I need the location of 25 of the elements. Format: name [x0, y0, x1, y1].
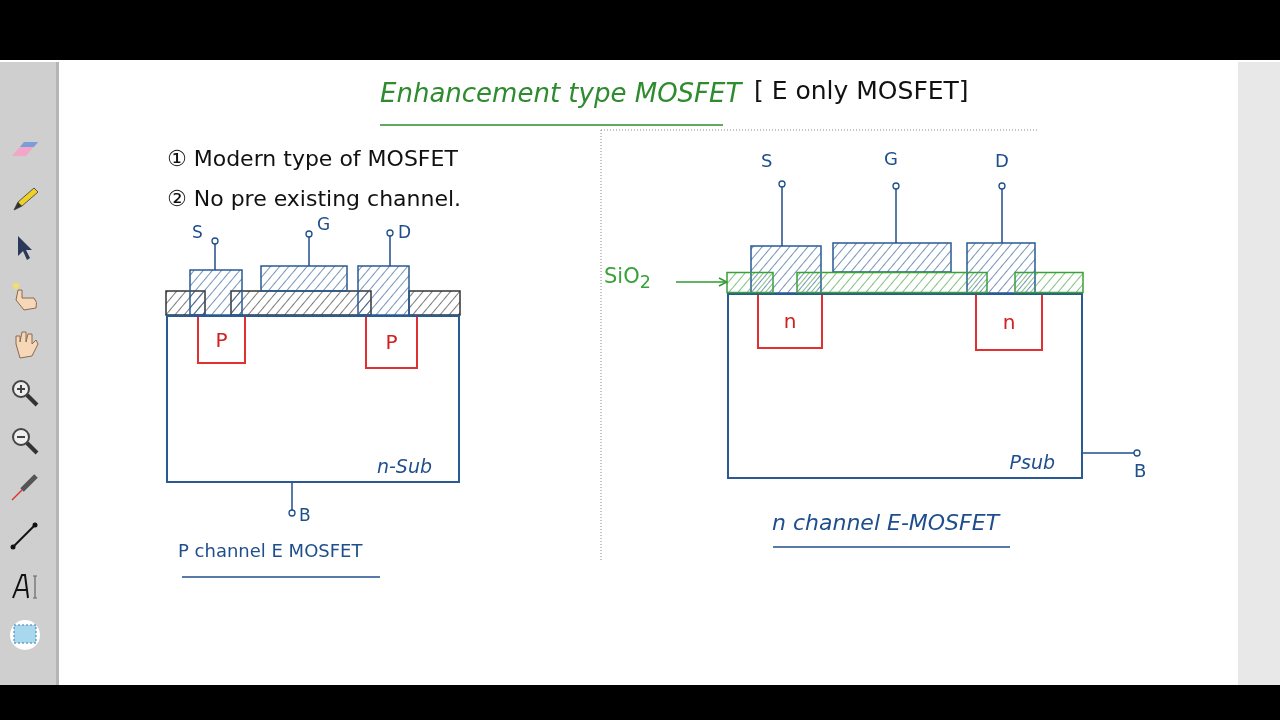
terminal-label: G: [884, 148, 898, 169]
terminal-label: G: [317, 214, 331, 234]
doped-region: P: [197, 317, 246, 364]
note: ① Modern type of MOSFET: [167, 146, 458, 171]
note: ② No pre existing channel.: [167, 186, 462, 211]
substrate-label: Psub: [1009, 451, 1055, 473]
oxide-layer: [727, 272, 1083, 293]
terminal-label: B: [299, 505, 311, 525]
caption: P channel E MOSFET: [178, 540, 363, 561]
arrow: [675, 277, 728, 287]
terminal-label: D: [995, 150, 1009, 171]
terminal-label: S: [761, 150, 773, 171]
terminal-label: B: [1134, 460, 1147, 481]
substrate-label: n-Sub: [376, 455, 432, 477]
doped-region: n: [975, 295, 1043, 351]
terminal-label: S: [192, 222, 203, 242]
title: Enhancement type MOSFET: [380, 78, 742, 108]
caption: n channel E-MOSFET: [772, 510, 1000, 535]
doped-region: P: [365, 317, 418, 369]
doped-region: n: [757, 295, 823, 349]
layer-label: SiO$_{2}$: [604, 264, 651, 293]
subtitle: [ E only MOSFET]: [754, 76, 969, 105]
substrate-box: [727, 293, 1083, 479]
terminal-label: D: [398, 222, 412, 242]
substrate-box: [166, 315, 460, 483]
